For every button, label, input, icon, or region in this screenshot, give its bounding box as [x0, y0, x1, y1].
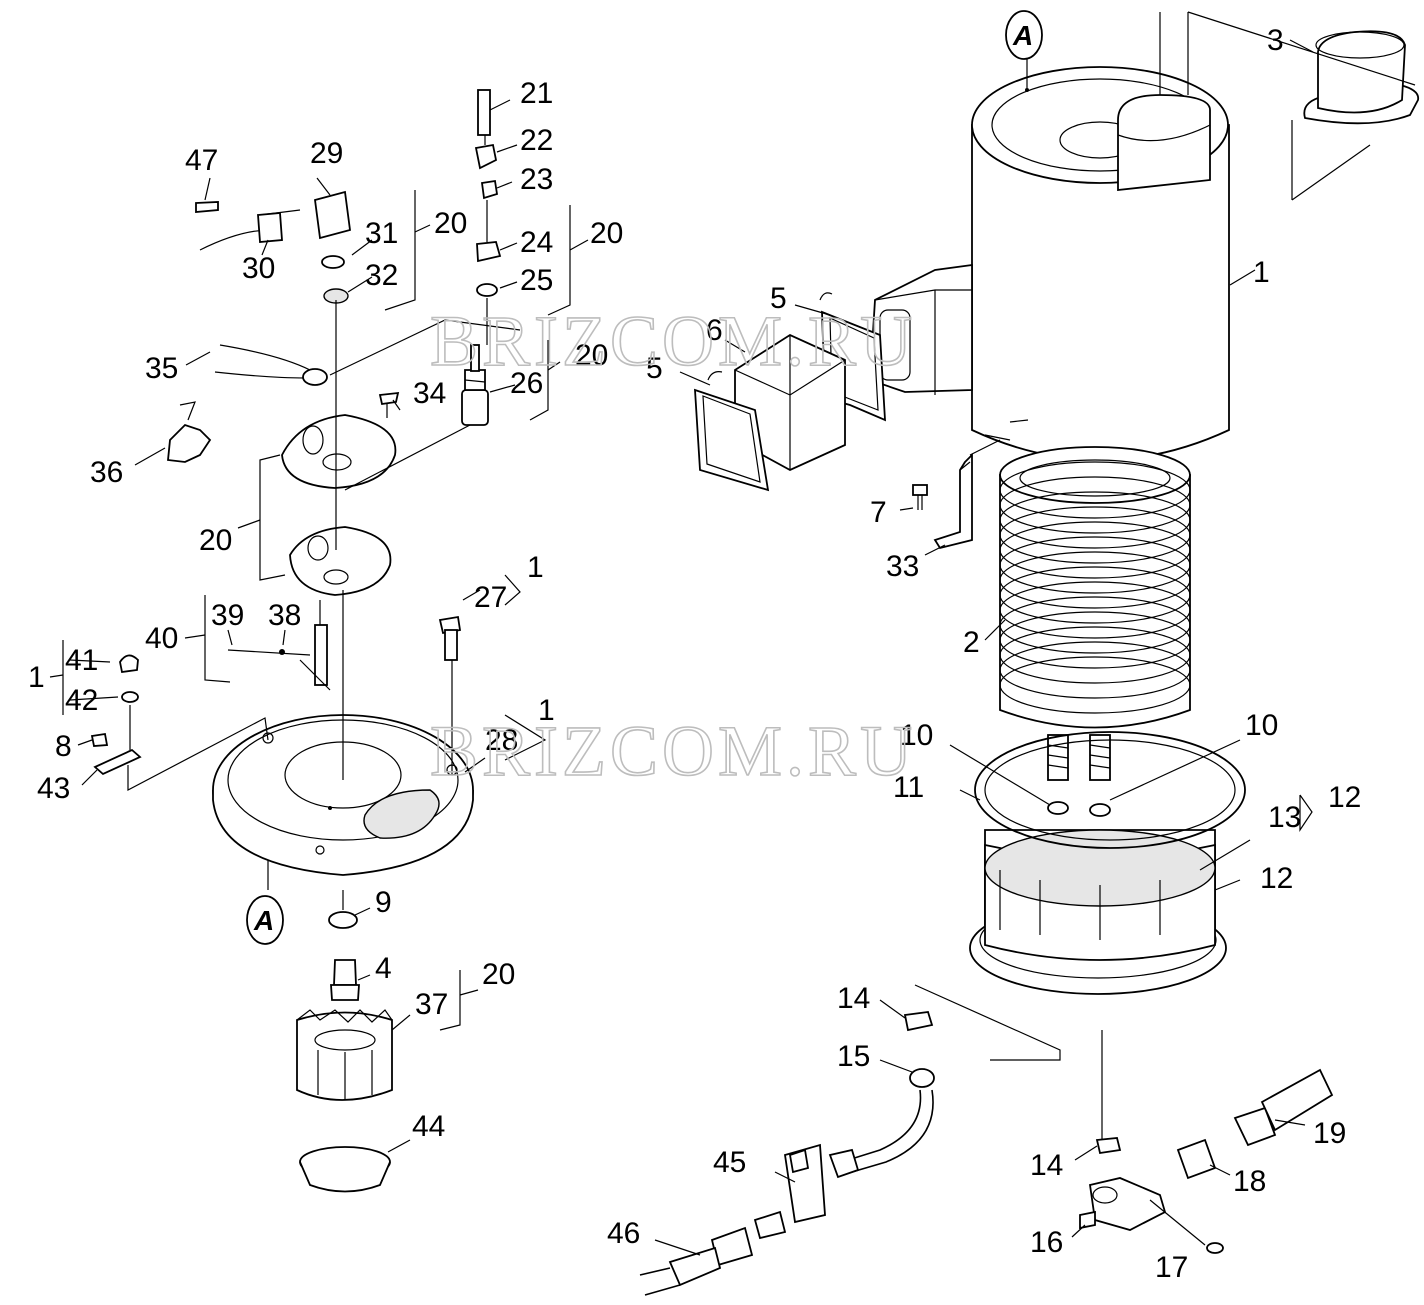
- label-1-screw: 1: [527, 551, 544, 584]
- label-43: 43: [37, 772, 70, 805]
- label-36: 36: [90, 456, 123, 489]
- label-22: 22: [520, 124, 553, 157]
- label-12-group: 12: [1328, 781, 1361, 814]
- watermark-upper: BRIZCOM.RU: [430, 301, 916, 381]
- reference-marker-top: A: [1005, 10, 1043, 88]
- base-plate-part: [212, 714, 474, 876]
- burner-cup-part: [296, 1009, 393, 1193]
- label-29: 29: [310, 137, 343, 170]
- label-10-right: 10: [1245, 709, 1278, 742]
- label-7: 7: [870, 496, 887, 529]
- top-fittings: [474, 89, 502, 297]
- label-40: 40: [145, 622, 178, 655]
- callout-labels: 1 3 2 7 33 5 6 5 10 10 11 13 12 12 14 15…: [28, 24, 1361, 1284]
- label-35: 35: [145, 352, 178, 385]
- label-6: 6: [706, 314, 723, 347]
- label-45: 45: [713, 1146, 746, 1179]
- label-38: 38: [268, 599, 301, 632]
- label-37: 37: [415, 988, 448, 1021]
- label-15: 15: [837, 1040, 870, 1073]
- reference-marker-bottom: A: [246, 895, 284, 945]
- exhaust-cap-part: [1187, 11, 1420, 201]
- nozzle-part: [328, 911, 360, 1001]
- leader-lines: [49, 12, 1314, 1256]
- screw-27-part: [438, 615, 462, 661]
- label-13: 13: [1268, 801, 1301, 834]
- label-5-upper: 5: [770, 282, 787, 315]
- label-20-c: 20: [575, 339, 608, 372]
- label-1-shell: 1: [1253, 256, 1270, 289]
- label-30: 30: [242, 252, 275, 285]
- label-9: 9: [375, 886, 392, 919]
- label-10-left: 10: [900, 719, 933, 752]
- boiler-shell-part: [869, 66, 1230, 461]
- ignition-coil-part: [195, 190, 351, 304]
- label-1-nut: 1: [28, 661, 45, 694]
- label-27: 27: [474, 581, 507, 614]
- label-44: 44: [412, 1110, 445, 1143]
- label-47: 47: [185, 144, 218, 177]
- burner-plate-assembly: [167, 344, 489, 596]
- label-28: 28: [485, 724, 518, 757]
- label-8: 8: [55, 730, 72, 763]
- label-20-d: 20: [199, 524, 232, 557]
- label-14-lower: 14: [1030, 1149, 1063, 1182]
- label-16: 16: [1030, 1226, 1063, 1259]
- tank-part: [969, 731, 1246, 995]
- label-20-b: 20: [590, 217, 623, 250]
- label-41: 41: [65, 644, 98, 677]
- label-3: 3: [1267, 24, 1284, 57]
- label-26: 26: [510, 367, 543, 400]
- label-14-upper: 14: [837, 982, 870, 1015]
- electrode-part: [227, 624, 331, 691]
- label-5-lower: 5: [646, 352, 663, 385]
- svg-text:A: A: [1012, 20, 1033, 51]
- label-20-e: 20: [482, 958, 515, 991]
- supply-pipe-part: [639, 1011, 935, 1296]
- watermark-lower: BRIZCOM.RU: [430, 711, 916, 791]
- label-34: 34: [413, 377, 446, 410]
- label-20-a: 20: [434, 207, 467, 240]
- label-11: 11: [893, 771, 924, 804]
- bracket-part: [912, 452, 973, 550]
- label-18: 18: [1233, 1165, 1266, 1198]
- label-19: 19: [1313, 1117, 1346, 1150]
- small-hardware: [90, 654, 142, 776]
- label-24: 24: [520, 226, 553, 259]
- label-1-plate: 1: [538, 694, 555, 727]
- label-12: 12: [1260, 862, 1293, 895]
- svg-text:A: A: [253, 905, 274, 936]
- label-2: 2: [963, 626, 980, 659]
- duct-seal-parts: [694, 292, 886, 492]
- label-23: 23: [520, 163, 553, 196]
- label-32: 32: [365, 259, 398, 292]
- outlet-fittings-part: [1079, 1068, 1334, 1254]
- label-42: 42: [65, 684, 98, 717]
- label-21: 21: [520, 77, 553, 110]
- label-4: 4: [375, 952, 392, 985]
- label-25: 25: [520, 264, 553, 297]
- label-39: 39: [211, 599, 244, 632]
- label-31: 31: [365, 217, 398, 250]
- label-17: 17: [1155, 1251, 1188, 1284]
- label-46: 46: [607, 1217, 640, 1250]
- label-33: 33: [886, 550, 919, 583]
- heating-coil-part: [999, 446, 1191, 781]
